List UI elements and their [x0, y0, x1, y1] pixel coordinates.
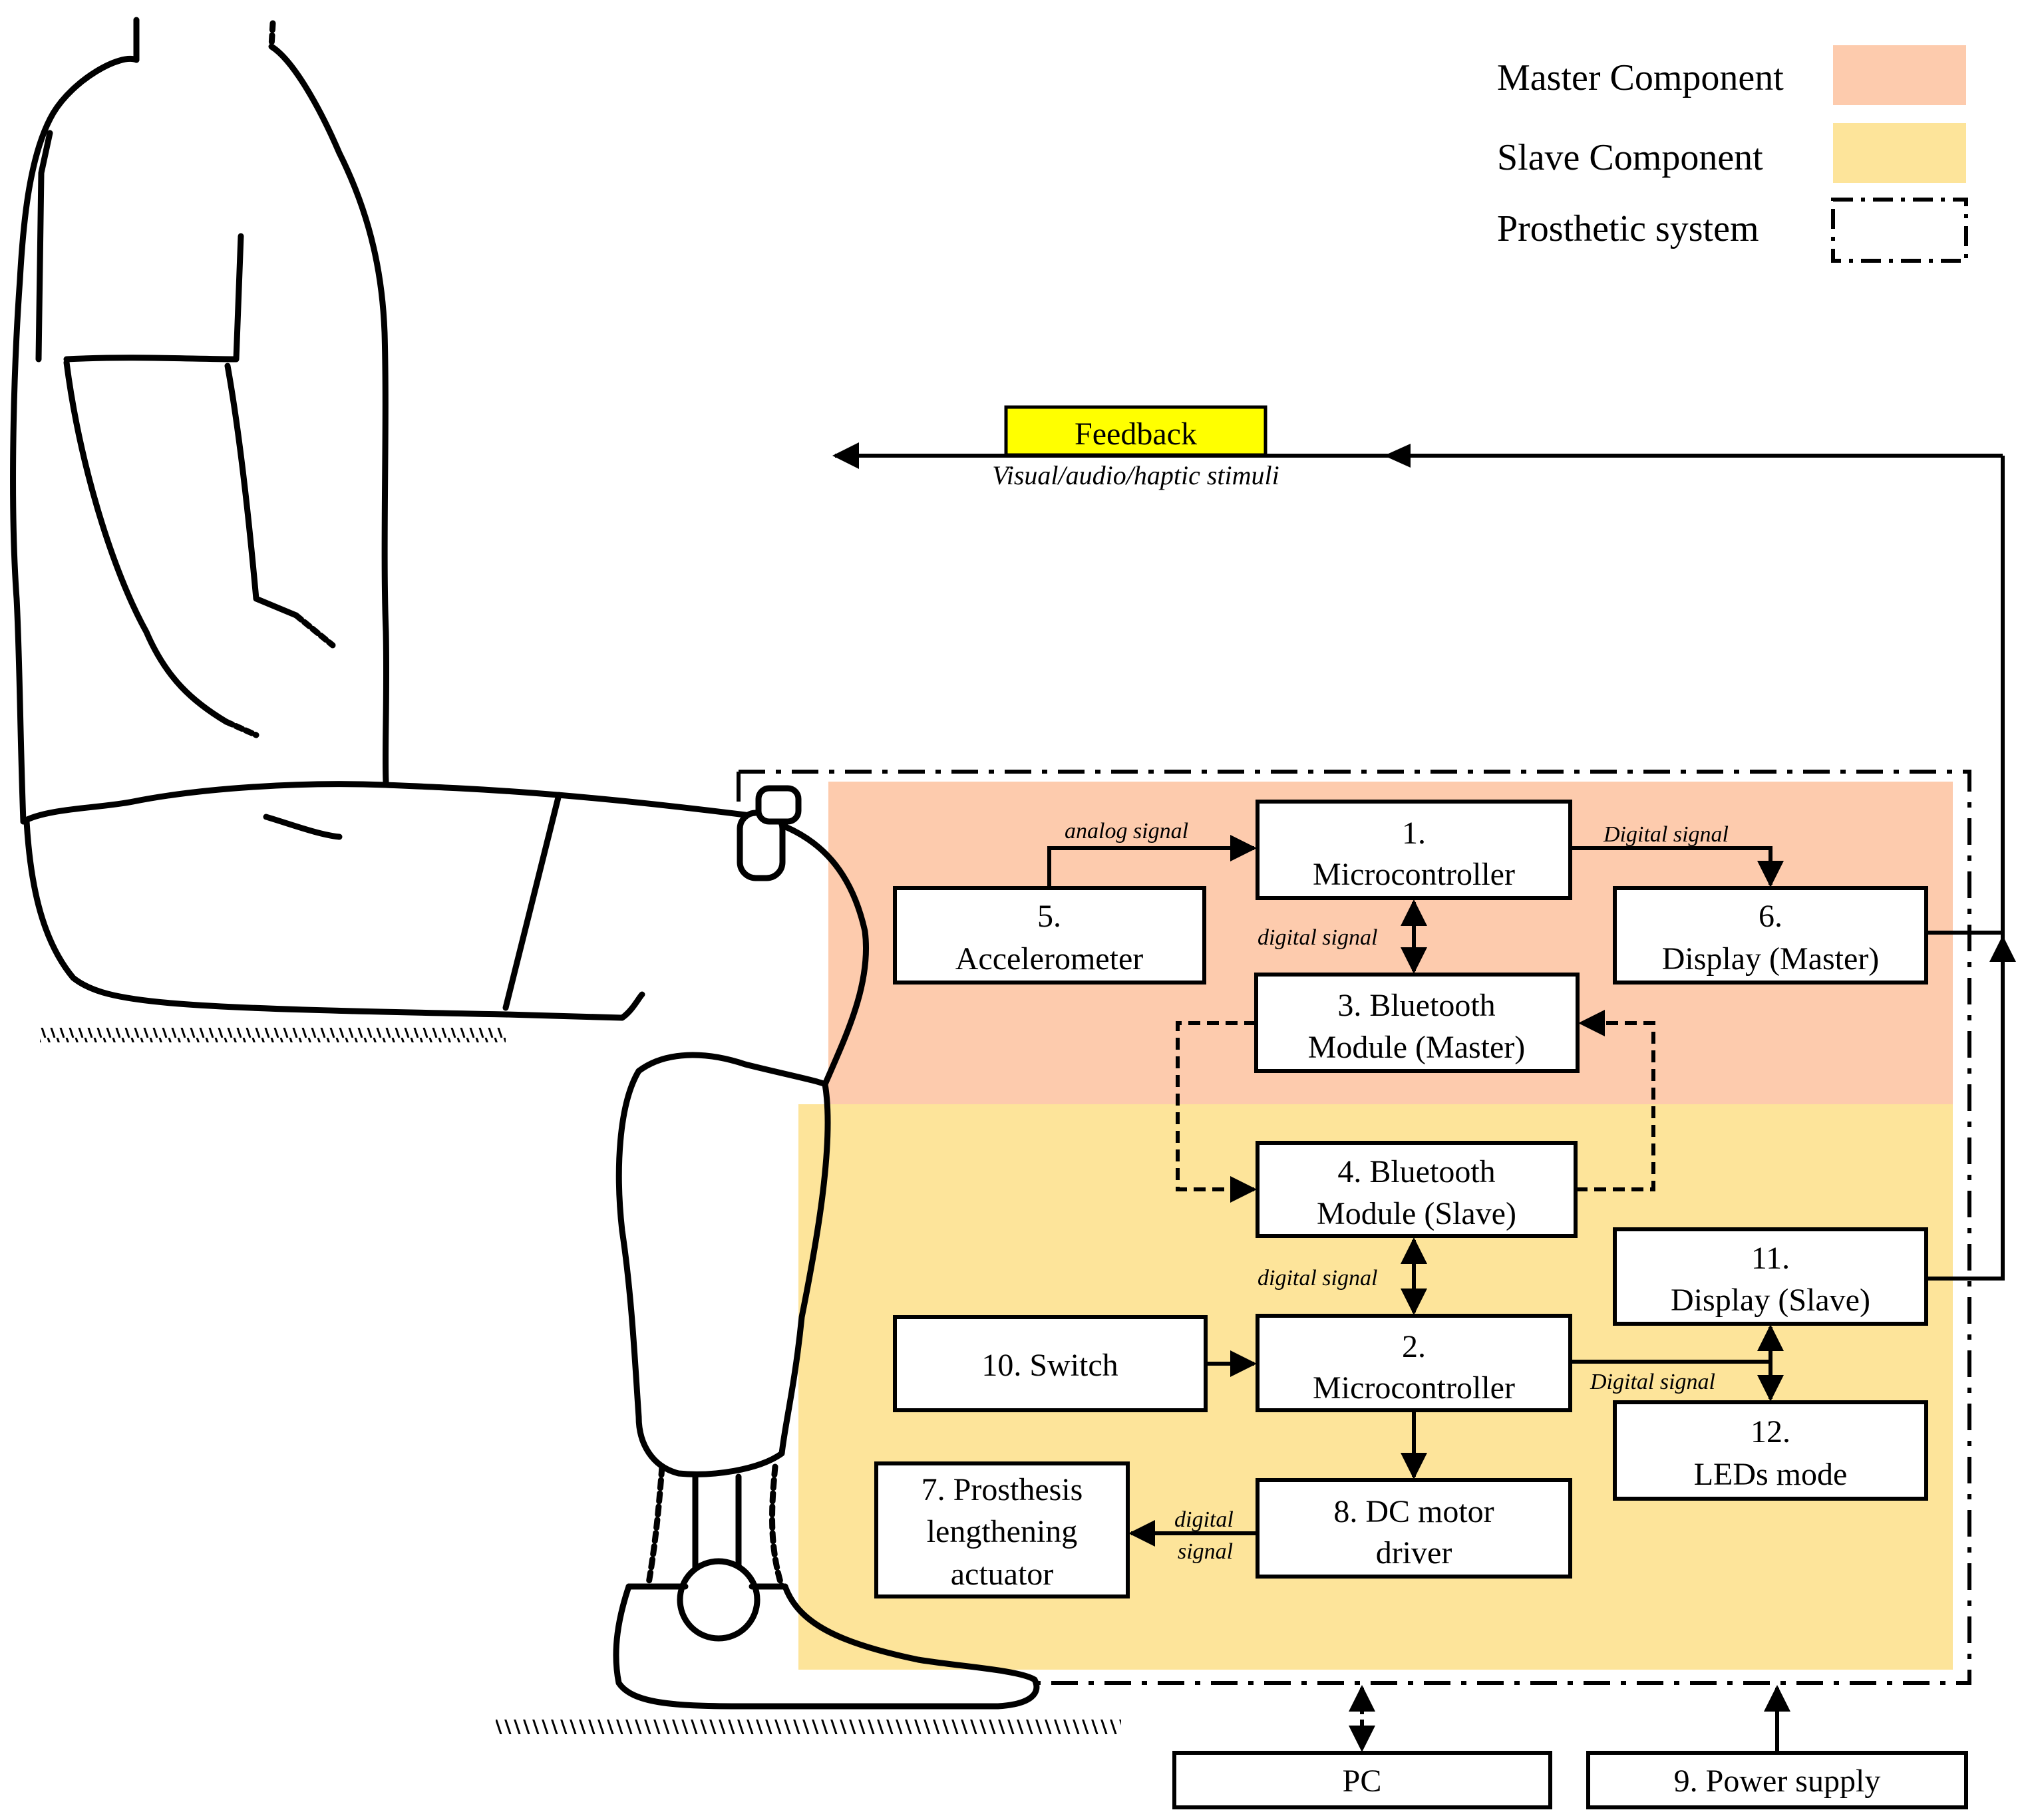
legend-slave-label: Slave Component — [1497, 137, 1763, 178]
leds-mode-num: 12. — [1751, 1414, 1790, 1449]
microcontroller-slave-box — [1256, 1314, 1572, 1412]
legend: Master Component Slave Component Prosthe… — [1497, 45, 1968, 263]
analog-signal-label: analog signal — [1065, 819, 1188, 843]
display-master-label: Display (Master) — [1662, 941, 1880, 977]
leds-mode-label: LEDs mode — [1694, 1457, 1848, 1492]
microcontroller-slave-num: 2. — [1402, 1329, 1426, 1364]
bt-mc-slave-signal-label: digital signal — [1258, 1266, 1377, 1290]
driver-signal-label-1: digital — [1174, 1507, 1234, 1532]
display-master-num: 6. — [1759, 899, 1782, 934]
bluetooth-master-line1: 3. Bluetooth — [1337, 988, 1495, 1023]
bt-wireless-right — [1576, 1010, 1655, 1191]
switch-label: 10. Switch — [981, 1348, 1118, 1383]
ground-seat — [40, 1028, 506, 1042]
actuator-line2: lengthening — [927, 1514, 1078, 1549]
prosthetic-system-border — [739, 770, 1971, 1685]
leds-mode-box — [1613, 1400, 1928, 1501]
pc-box — [1172, 1751, 1552, 1809]
display-slave-label: Display (Slave) — [1671, 1283, 1870, 1318]
legend-prosthetic-label: Prosthetic system — [1497, 208, 1759, 249]
display-master-box — [1613, 886, 1928, 985]
seated-person-icon — [10, 17, 1040, 1710]
driver-signal-label-2: signal — [1178, 1539, 1233, 1564]
bt-wireless-left — [1176, 1021, 1257, 1203]
bluetooth-slave-line1: 4. Bluetooth — [1337, 1154, 1495, 1189]
bluetooth-master-box — [1254, 973, 1580, 1073]
accelerometer-num: 5. — [1037, 899, 1061, 934]
motor-driver-box — [1256, 1478, 1572, 1579]
mc-bt-master-signal-label: digital signal — [1258, 925, 1377, 950]
analog-connector — [1047, 835, 1257, 888]
feedback-label: Feedback — [1075, 416, 1197, 452]
switch-box — [893, 1315, 1208, 1412]
master-digital-signal-label: Digital signal — [1603, 822, 1729, 847]
feedback-mid-arrowhead — [1384, 444, 1411, 468]
actuator-box — [874, 1461, 1130, 1598]
bluetooth-slave-box — [1256, 1141, 1578, 1238]
legend-master-label: Master Component — [1497, 57, 1784, 98]
accelerometer-box — [893, 886, 1206, 985]
power-supply-box — [1586, 1751, 1968, 1809]
display-slave-box — [1613, 1227, 1928, 1326]
microcontroller-slave-label: Microcontroller — [1313, 1370, 1515, 1406]
actuator-line3: actuator — [951, 1557, 1054, 1592]
legend-master-swatch — [1833, 45, 1966, 105]
ground-floor — [496, 1720, 1121, 1734]
microcontroller-master-label: Microcontroller — [1313, 857, 1515, 892]
slave-digital-signal-label: Digital signal — [1590, 1370, 1715, 1394]
microcontroller-master-num: 1. — [1402, 816, 1426, 851]
microcontroller-master-box — [1256, 800, 1572, 900]
power-supply-label: 9. Power supply — [1674, 1763, 1881, 1799]
feedback-subtitle: Visual/audio/haptic stimuli — [992, 460, 1279, 490]
master-display-connector — [1570, 846, 1784, 887]
motor-driver-line2: driver — [1376, 1535, 1452, 1571]
legend-slave-swatch — [1833, 123, 1966, 183]
bluetooth-slave-line2: Module (Slave) — [1317, 1196, 1516, 1231]
pc-label: PC — [1343, 1763, 1382, 1799]
accelerometer-label: Accelerometer — [955, 941, 1143, 977]
legend-prosthetic-swatch — [1831, 198, 1968, 263]
feedback-box — [1004, 405, 1267, 457]
bluetooth-master-line2: Module (Master) — [1308, 1030, 1526, 1065]
motor-driver-line1: 8. DC motor — [1333, 1494, 1494, 1529]
display-slave-num: 11. — [1751, 1241, 1790, 1276]
actuator-line1: 7. Prosthesis — [922, 1472, 1083, 1507]
